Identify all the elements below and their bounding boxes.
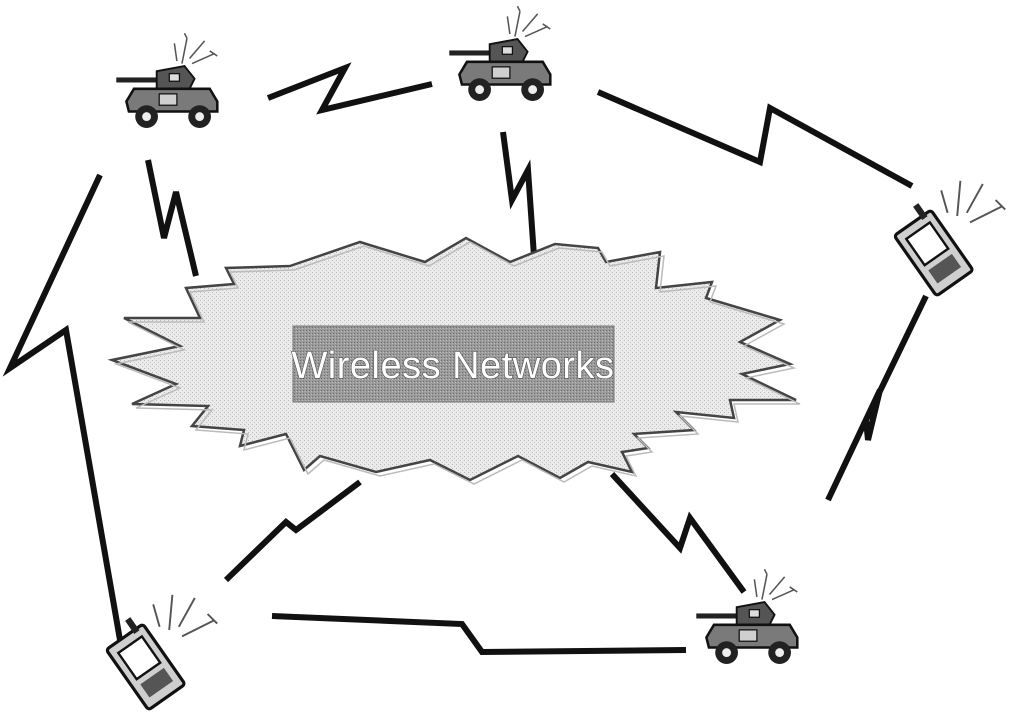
- node-vehicle-top-left: [115, 32, 219, 130]
- armored-vehicle-icon: [695, 568, 799, 666]
- center-label-box: Wireless Networks: [291, 325, 615, 403]
- wireless-link: [825, 294, 929, 502]
- wireless-link: [266, 62, 433, 115]
- node-vehicle-top-center: [448, 5, 552, 103]
- wireless-link: [596, 89, 914, 189]
- wireless-link: [271, 613, 687, 656]
- node-vehicle-bottom-right: [695, 568, 799, 666]
- wireless-link: [609, 471, 747, 594]
- node-radio-right: [890, 179, 1007, 298]
- armored-vehicle-icon: [115, 32, 219, 130]
- wireless-link: [145, 159, 199, 277]
- wireless-link: [223, 479, 362, 583]
- handheld-radio-icon: [890, 179, 1007, 298]
- wireless-link: [500, 131, 537, 257]
- center-label: Wireless Networks: [291, 345, 614, 387]
- armored-vehicle-icon: [448, 5, 552, 103]
- wireless-link: [2, 173, 123, 641]
